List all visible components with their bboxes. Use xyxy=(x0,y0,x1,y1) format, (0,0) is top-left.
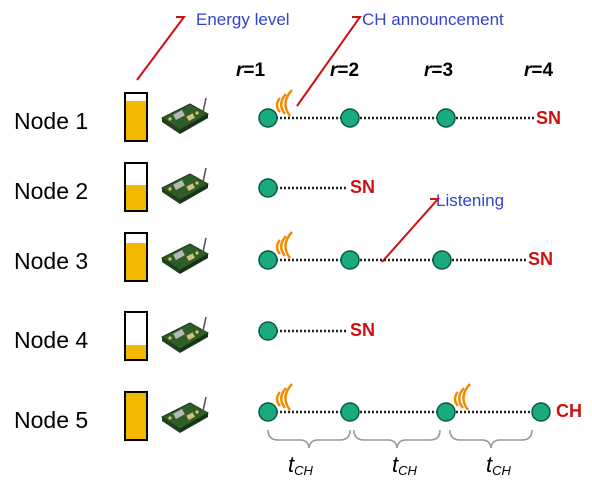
node-4-terminal-label: SN xyxy=(350,320,376,340)
energy-level-callout-line xyxy=(136,16,186,81)
wireless-signal-icon xyxy=(453,382,472,412)
node-5-round-2-circle xyxy=(340,402,360,422)
node-1-energy-battery xyxy=(124,92,148,142)
node-5-energy-battery xyxy=(124,391,148,441)
node-2-terminal-label: SN xyxy=(350,177,376,197)
node-4-energy-battery xyxy=(124,311,148,361)
node-3-round-1-circle xyxy=(258,250,278,270)
node-5-label: Node 5 xyxy=(14,407,89,433)
ch-announcement-callout-line xyxy=(296,16,362,107)
wireless-signal-icon xyxy=(275,88,294,118)
node-1-label: Node 1 xyxy=(14,108,89,134)
node-5-terminal-label: CH xyxy=(556,401,582,421)
tch-label-1: tCH xyxy=(288,452,313,478)
node-3-energy-battery xyxy=(124,232,148,282)
node-3-terminal-label: SN xyxy=(528,249,554,269)
node-1-terminal-label: SN xyxy=(536,108,562,128)
listening-callout-line xyxy=(381,198,441,263)
node-1-round-2-circle xyxy=(340,108,360,128)
node-3-round-2-circle xyxy=(340,250,360,270)
node-3-round-3-circle xyxy=(432,250,452,270)
ch-announcement-callout: CH announcement xyxy=(362,10,504,29)
tch-brace-3 xyxy=(449,429,533,449)
node-5-round-4-circle xyxy=(531,402,551,422)
node-4-round-1-circle xyxy=(258,321,278,341)
node-2-label: Node 2 xyxy=(14,178,89,204)
tch-brace-2 xyxy=(353,429,441,449)
tch-label-2: tCH xyxy=(392,452,417,478)
node-3-label: Node 3 xyxy=(14,248,89,274)
wireless-signal-icon xyxy=(275,230,294,260)
node-5-round-1-circle xyxy=(258,402,278,422)
wireless-signal-icon xyxy=(275,382,294,412)
node-2-round-1-circle xyxy=(258,178,278,198)
round-header-1: r=1 xyxy=(236,60,266,81)
node-5-round-3-circle xyxy=(436,402,456,422)
node-1-round-1-circle xyxy=(258,108,278,128)
energy-level-callout: Energy level xyxy=(196,10,290,29)
listening-callout: Listening xyxy=(436,191,505,210)
node-1-round-3-circle xyxy=(436,108,456,128)
tch-brace-1 xyxy=(267,429,351,449)
round-header-4: r=4 xyxy=(524,60,554,81)
round-header-2: r=2 xyxy=(330,60,360,81)
node-4-label: Node 4 xyxy=(14,327,89,353)
tch-label-3: tCH xyxy=(486,452,511,478)
node-2-energy-battery xyxy=(124,162,148,212)
round-header-3: r=3 xyxy=(424,60,454,81)
